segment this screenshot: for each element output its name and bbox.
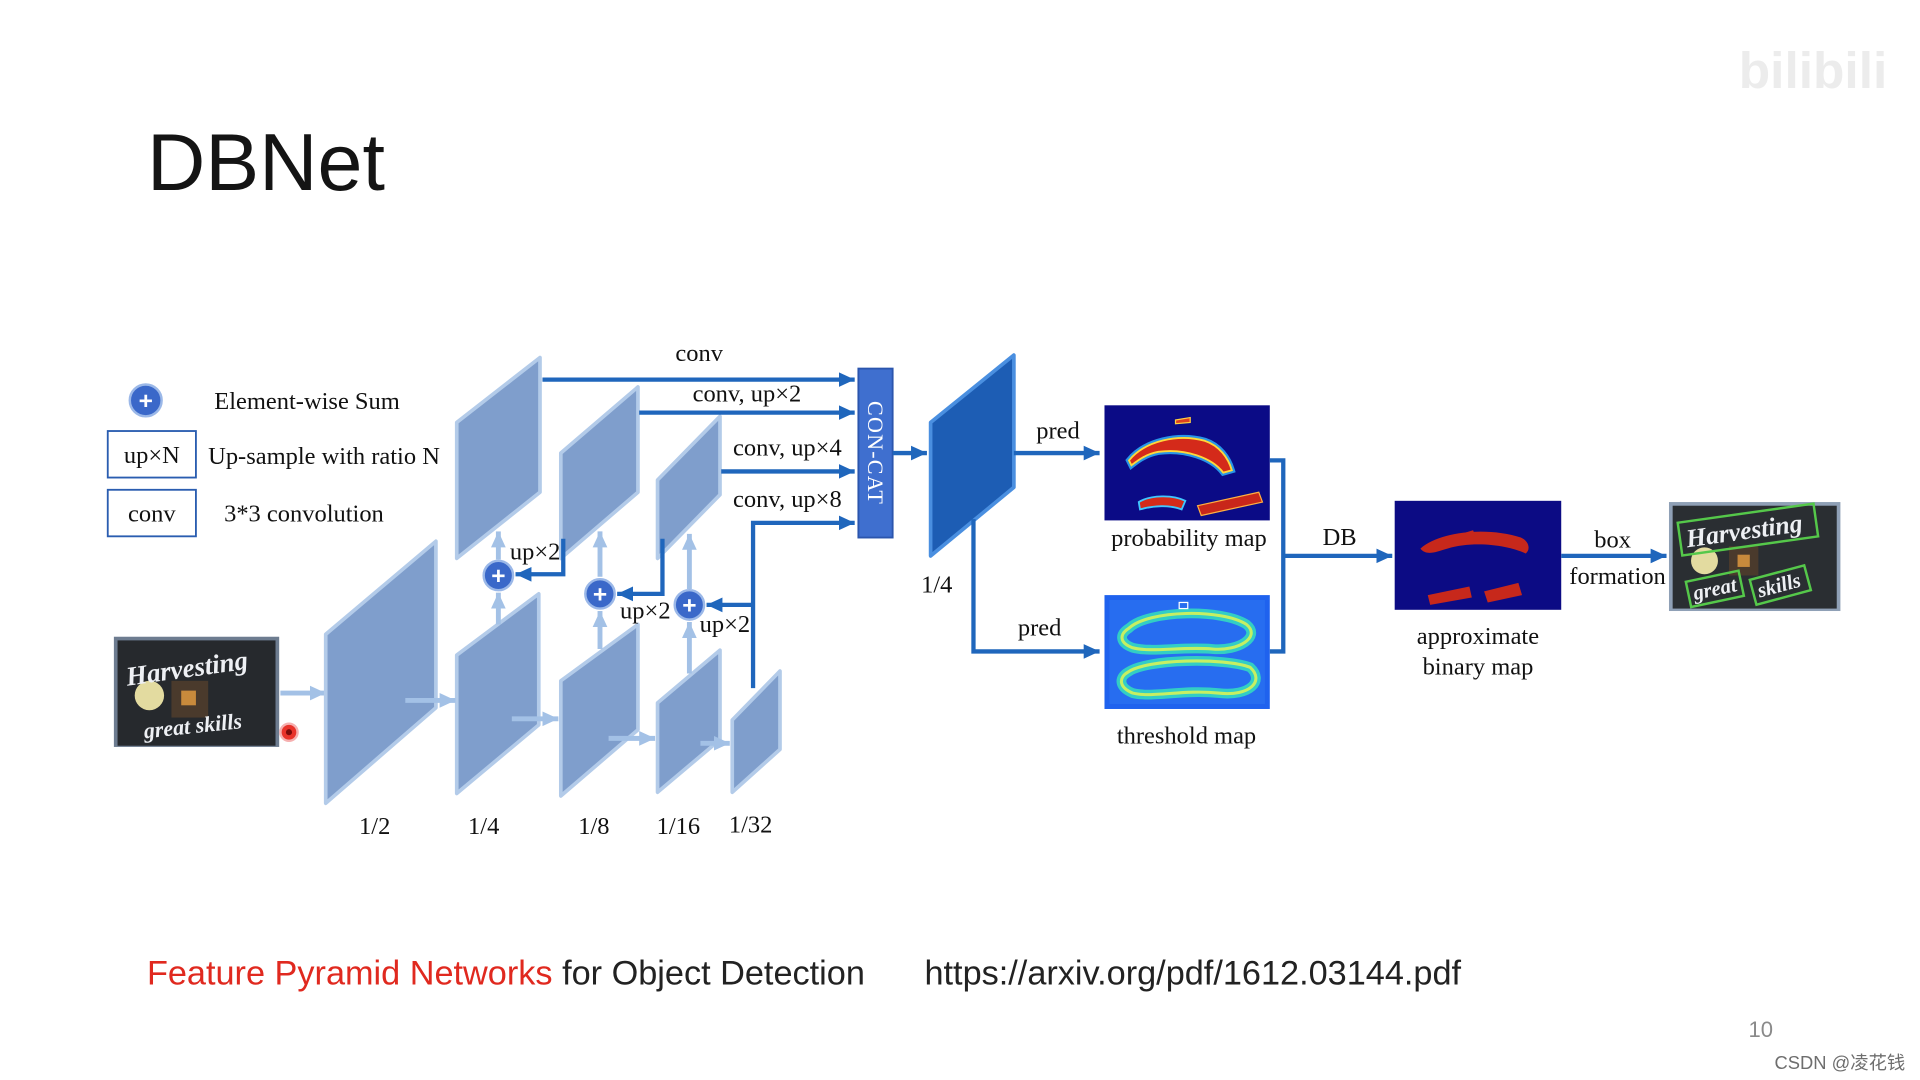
plus-circle-icon: + <box>482 559 515 592</box>
concat-label: CON-CAT <box>863 401 888 505</box>
legend: + Element-wise Sum up×N Up-sample with r… <box>106 383 440 538</box>
plus-circle-icon: + <box>673 588 706 621</box>
feature-map-c3 <box>454 592 541 796</box>
video-watermark-logo: bilibili <box>1739 41 1888 99</box>
plus-circle-icon: + <box>584 577 616 610</box>
slide-title: DBNet <box>147 118 385 208</box>
arrow-c6-to-concat <box>750 515 855 689</box>
merge-label-2: up×2 <box>620 597 671 624</box>
concat-input-label-3: conv, up×4 <box>733 435 842 462</box>
concat-input-label-1: conv <box>675 340 723 367</box>
pred-label-threshold: pred <box>1018 615 1061 642</box>
threshold-map-image <box>1104 595 1270 709</box>
red-dot-pointer-icon <box>279 722 299 743</box>
pyramid-map-p4 <box>655 414 722 561</box>
sum-symbol: + <box>593 581 607 608</box>
fused-feature-map <box>928 353 1016 558</box>
arrow-upsample-p3-to-sum1 <box>515 538 566 582</box>
legend-conv-box-text: conv <box>128 501 176 528</box>
plus-circle-icon: + <box>128 383 163 418</box>
legend-upsample-box-text: up×N <box>124 442 180 469</box>
threshold-map-label: threshold map <box>1117 722 1256 749</box>
citation-title: Feature Pyramid Networks for Object Dete… <box>147 954 865 992</box>
citation-url: https://arxiv.org/pdf/1612.03144.pdf <box>924 954 1461 992</box>
scale-label-1-16: 1/16 <box>657 813 701 840</box>
input-image: Harvesting great skills <box>113 636 280 747</box>
fused-scale-label: 1/4 <box>921 572 952 599</box>
detected-box-1 <box>1676 502 1820 557</box>
box-formation-label-line2: formation <box>1569 563 1666 590</box>
feature-map-c4 <box>558 622 640 798</box>
binary-map-label-line2: binary map <box>1423 654 1534 681</box>
csdn-watermark: CSDN @凌花钱 <box>1774 1052 1905 1073</box>
sum-symbol: + <box>139 388 153 415</box>
pred-label-probability: pred <box>1036 417 1079 444</box>
scale-label-1-32: 1/32 <box>729 812 773 839</box>
feature-map-c6 <box>730 669 782 795</box>
binary-map-image <box>1394 500 1562 610</box>
box-formation-label-line1: box <box>1594 526 1631 553</box>
detected-box-2 <box>1684 569 1746 609</box>
concat-input-label-2: conv, up×2 <box>693 381 802 408</box>
sum-symbol: + <box>491 563 505 590</box>
output-image: Harvesting great skills <box>1668 502 1841 612</box>
binary-map-label-line1: approximate <box>1417 623 1539 650</box>
feature-map-c2 <box>323 539 438 806</box>
pyramid-map-p2 <box>454 355 542 561</box>
merge-label-1: up×2 <box>510 539 561 566</box>
legend-conv-box <box>106 488 197 538</box>
detected-box-3 <box>1748 563 1813 607</box>
legend-upsample-label: Up-sample with ratio N <box>208 443 440 470</box>
concat-input-label-4: conv, up×8 <box>733 486 842 513</box>
probability-map-label: probability map <box>1111 525 1267 552</box>
probability-map-image <box>1104 405 1270 521</box>
legend-upsample-box <box>106 430 197 479</box>
scale-label-1-4: 1/4 <box>468 813 499 840</box>
concat-block <box>857 367 894 539</box>
citation-rest: for Object Detection <box>553 954 865 992</box>
merge-label-3: up×2 <box>700 611 751 638</box>
scale-label-1-8: 1/8 <box>578 813 609 840</box>
scale-label-1-2: 1/2 <box>359 813 390 840</box>
arrow-upsample-p4-to-sum2 <box>617 538 665 602</box>
page-number: 10 <box>1749 1017 1774 1042</box>
arrow-pred-threshold <box>971 519 1100 659</box>
legend-sum-label: Element-wise Sum <box>214 388 400 415</box>
pyramid-map-p3 <box>558 385 640 561</box>
db-label: DB <box>1323 524 1357 551</box>
legend-conv-label: 3*3 convolution <box>224 501 384 528</box>
citation-highlight: Feature Pyramid Networks <box>147 954 553 992</box>
sum-symbol: + <box>682 592 696 619</box>
